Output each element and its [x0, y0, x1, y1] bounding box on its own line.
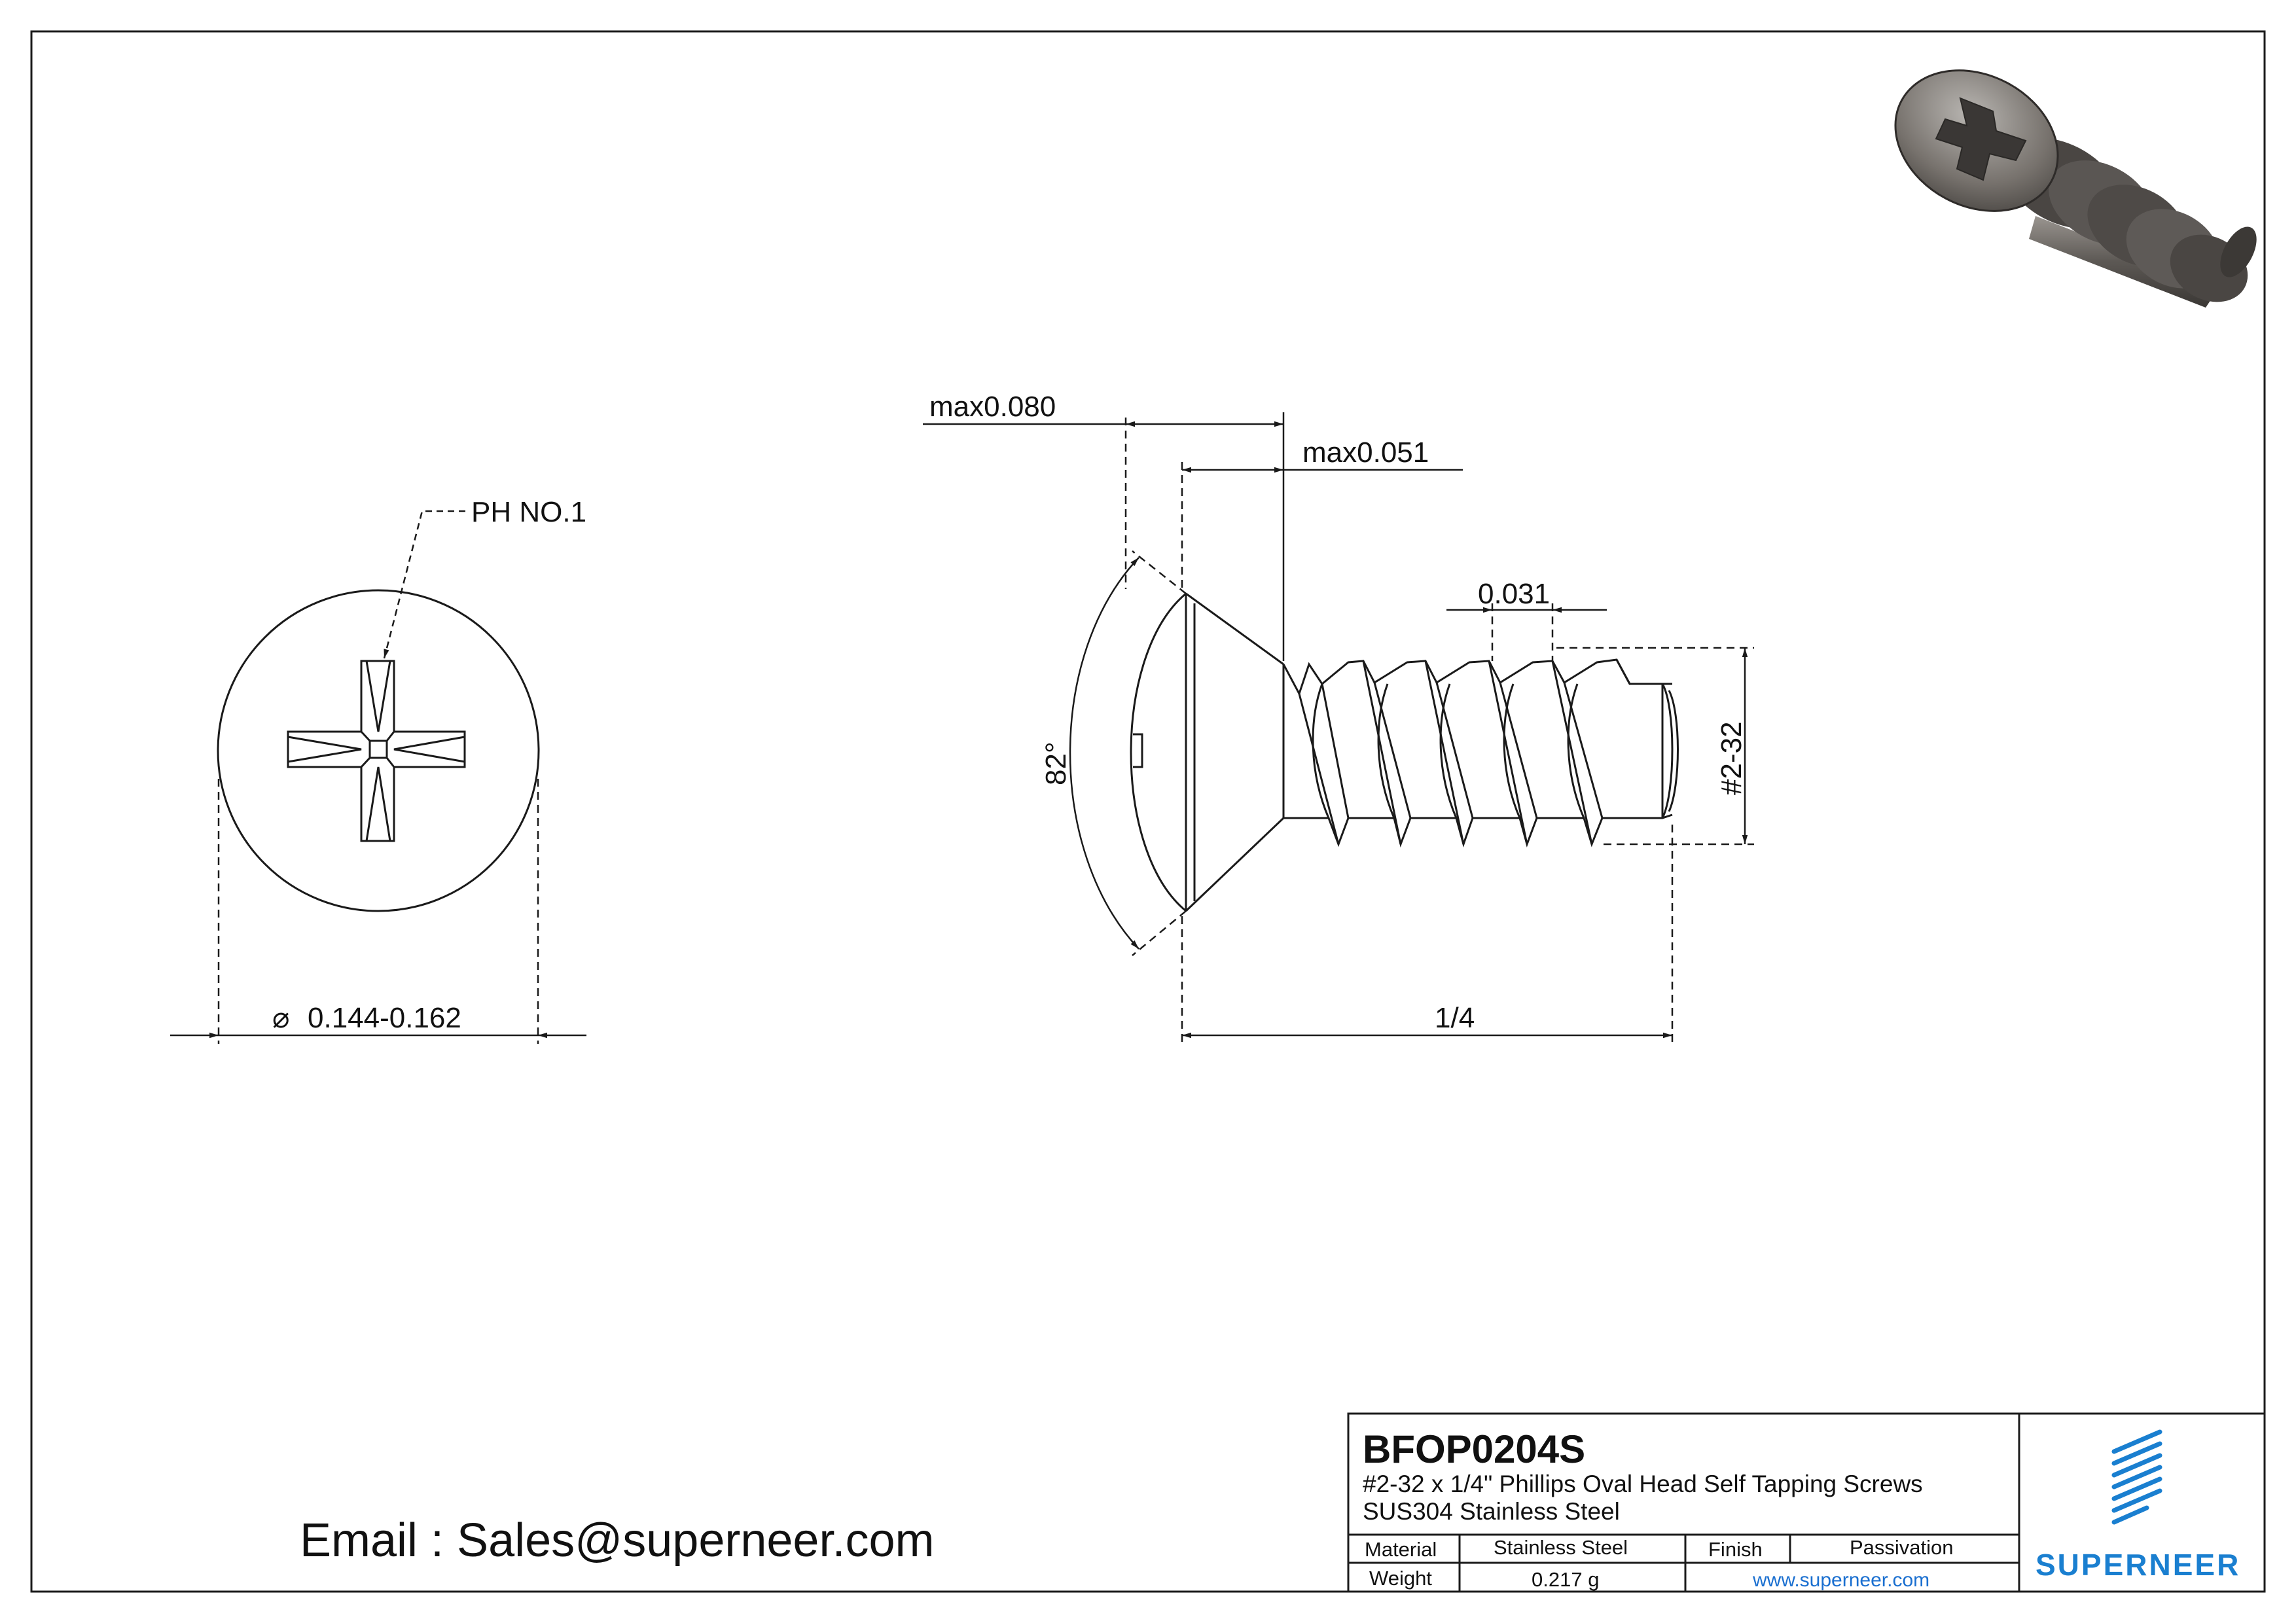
diameter-symbol: ⌀	[272, 1002, 290, 1034]
dim-countersink-depth: max0.051	[1302, 437, 1429, 469]
drive-callout-label: PH NO.1	[471, 496, 586, 528]
finish-value: Passivation	[1850, 1536, 1954, 1559]
dim-thread-size: #2-32	[1715, 721, 1748, 795]
diameter-dimension	[170, 779, 586, 1044]
dim-angle: 82°	[1040, 741, 1072, 785]
material-description: SUS304 Stainless Steel	[1363, 1498, 1620, 1525]
material-label: Material	[1365, 1538, 1437, 1561]
website-link[interactable]: www.superneer.com	[1752, 1569, 1929, 1591]
weight-value: 0.217 g	[1532, 1568, 1599, 1591]
head-dome	[1130, 592, 1187, 912]
phillips-recess	[287, 660, 466, 842]
title-block	[1347, 1412, 2266, 1593]
diameter-value: 0.144-0.162	[308, 1002, 461, 1034]
thread-top-profile	[1282, 658, 1672, 696]
superneer-stripes-logo	[2111, 1429, 2162, 1525]
part-description: #2-32 x 1/4" Phillips Oval Head Self Tap…	[1363, 1471, 1923, 1497]
part-number: BFOP0204S	[1363, 1427, 1585, 1471]
head-outline-circle	[217, 589, 540, 912]
drawing-border	[30, 30, 2266, 1593]
brand-name: SUPERNEER	[2036, 1548, 2240, 1582]
finish-label: Finish	[1708, 1538, 1763, 1561]
dim-length: 1/4	[1435, 1002, 1475, 1034]
drive-callout: PH NO.1	[383, 496, 586, 659]
material-value: Stainless Steel	[1494, 1536, 1628, 1559]
contact-email: Email : Sales@superneer.com	[300, 1514, 935, 1567]
side-dimensions	[923, 412, 1754, 1044]
dim-thread-pitch: 0.031	[1478, 578, 1550, 610]
screw-3d-render	[1894, 69, 2257, 308]
head-slot-notch	[1133, 733, 1143, 768]
weight-label: Weight	[1369, 1567, 1432, 1590]
cone-top	[1185, 592, 1284, 666]
cone-bottom	[1185, 817, 1285, 912]
side-view	[1130, 592, 1679, 912]
top-view: PH NO.1 ⌀ 0.144-0.162	[170, 496, 586, 1044]
thread-bottom-profile	[1283, 813, 1673, 848]
dim-head-height: max0.080	[929, 391, 1056, 423]
